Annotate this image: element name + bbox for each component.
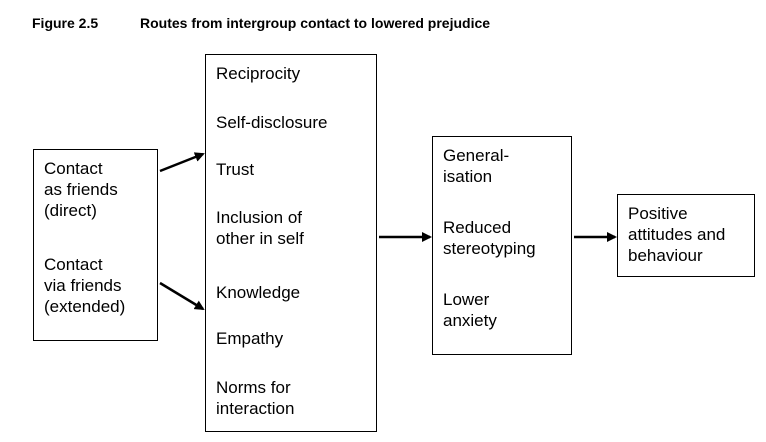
- arrow-extended-to-mediators: [159, 281, 205, 311]
- mediator-norms: Norms for interaction: [216, 378, 295, 418]
- mediator-reciprocity: Reciprocity: [216, 64, 301, 83]
- contact-direct-label: Contact as friends (direct): [44, 159, 118, 220]
- outcome-lower-anxiety: Lower anxiety: [443, 290, 497, 330]
- figure-title: Routes from intergroup contact to lowere…: [140, 15, 491, 31]
- result-positive-attitudes: Positive attitudes and behaviour: [628, 204, 726, 265]
- contact-extended-label: Contact via friends (extended): [44, 255, 126, 316]
- mediator-knowledge: Knowledge: [216, 283, 301, 302]
- mediator-empathy: Empathy: [216, 329, 284, 348]
- figure-label: Figure 2.5: [32, 15, 99, 31]
- mediator-self-disclosure: Self-disclosure: [216, 113, 328, 132]
- mediator-trust: Trust: [216, 160, 255, 179]
- contact-box: Contact as friends (direct) Contact via …: [33, 149, 158, 341]
- outcome-generalisation: General- isation: [443, 146, 510, 186]
- outcomes-box: General- isation Reduced stereotyping Lo…: [432, 136, 572, 355]
- outcome-reduced-stereotyping: Reduced stereotyping: [443, 218, 536, 258]
- result-box: Positive attitudes and behaviour: [617, 194, 755, 277]
- mediators-box: Reciprocity Self-disclosure Trust Inclus…: [205, 54, 377, 432]
- arrow-direct-to-mediators: [159, 152, 205, 173]
- mediator-inclusion: Inclusion of other in self: [216, 208, 304, 248]
